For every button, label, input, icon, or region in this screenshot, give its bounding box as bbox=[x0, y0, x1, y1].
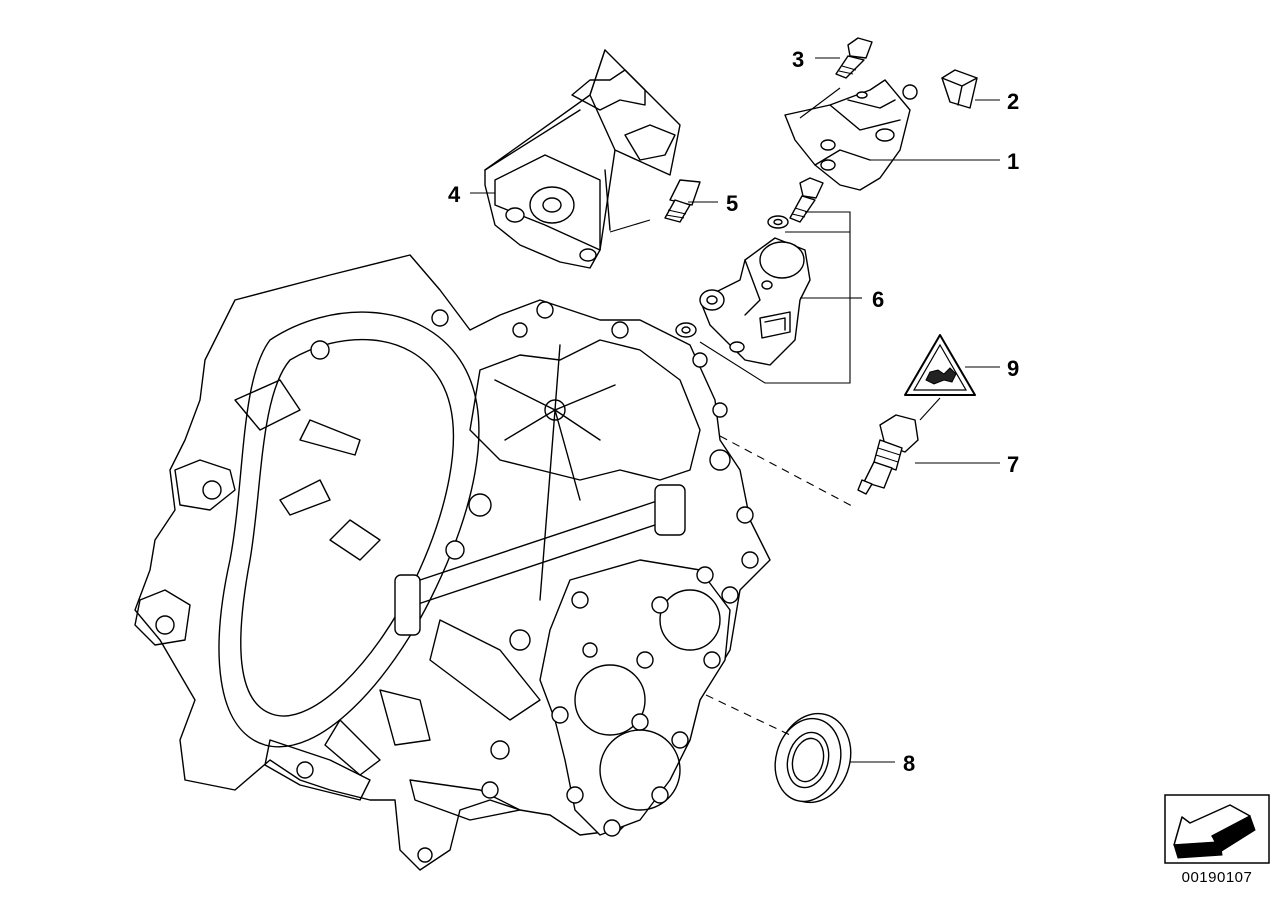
callout-8: 8 bbox=[903, 751, 915, 776]
callout-9: 9 bbox=[1007, 356, 1019, 381]
actuator-part-6 bbox=[675, 177, 824, 366]
reference-number: 00190107 bbox=[1181, 869, 1253, 886]
callout-1: 1 bbox=[1007, 149, 1019, 174]
callout-3: 3 bbox=[792, 47, 804, 72]
bolt-part-5 bbox=[664, 179, 701, 223]
callout-2: 2 bbox=[1007, 89, 1019, 114]
leader-lines bbox=[470, 57, 1000, 763]
callout-labels: 1 2 3 4 5 6 7 8 9 bbox=[448, 47, 1019, 776]
gearbox-housing bbox=[134, 254, 771, 871]
seal-ring-part-8 bbox=[774, 712, 852, 804]
bracket-part-1 bbox=[784, 79, 918, 191]
arrow-back-icon[interactable] bbox=[1164, 794, 1270, 864]
callout-4: 4 bbox=[448, 182, 461, 207]
callout-7: 7 bbox=[1007, 452, 1019, 477]
switch-part-7 bbox=[857, 414, 919, 495]
bracket-part-4 bbox=[484, 49, 681, 269]
callout-6: 6 bbox=[872, 287, 884, 312]
bolt-part-3 bbox=[835, 37, 873, 79]
warning-triangle-icon bbox=[904, 334, 976, 396]
callout-5: 5 bbox=[726, 191, 738, 216]
cap-part-2 bbox=[941, 69, 978, 109]
